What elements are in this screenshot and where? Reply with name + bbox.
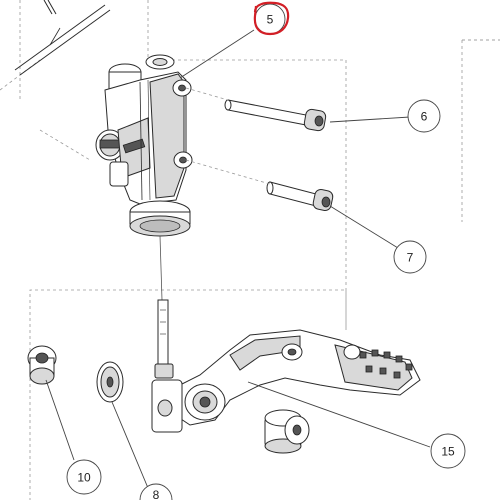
leader-8 xyxy=(111,401,149,489)
callout-10: 10 xyxy=(66,459,102,495)
leader-7 xyxy=(329,205,399,249)
callout-15: 15 xyxy=(430,433,466,469)
bolt-7-alignment xyxy=(185,159,271,185)
bolt-6-alignment xyxy=(185,87,229,101)
highlight-circle xyxy=(253,1,290,36)
leader-15 xyxy=(247,381,431,448)
bolt-6 xyxy=(224,99,327,132)
master-cylinder xyxy=(95,54,193,237)
pedal-tip-serrations xyxy=(359,349,413,379)
callout-8: 8 xyxy=(139,483,173,500)
callout-5: 5 xyxy=(253,1,290,36)
callout-label-8: 8 xyxy=(153,488,160,500)
hose-line xyxy=(14,0,111,76)
leader-6 xyxy=(329,116,411,123)
callout-label-7: 7 xyxy=(407,251,414,265)
washer xyxy=(96,361,124,403)
callout-7: 7 xyxy=(393,240,427,274)
section-boundary-diagonal xyxy=(39,129,91,161)
bolt-7 xyxy=(266,181,334,212)
assembly-axis xyxy=(159,235,163,301)
leader-10 xyxy=(45,379,75,461)
bushing xyxy=(27,345,57,385)
pivot-sleeve xyxy=(264,409,310,454)
leader-5 xyxy=(179,29,255,79)
callout-label-6: 6 xyxy=(421,110,428,124)
brake-pedal-lever xyxy=(151,329,421,433)
callout-6: 6 xyxy=(407,99,441,133)
callout-label-15: 15 xyxy=(441,445,455,459)
pushrod xyxy=(154,299,174,379)
callout-label-5: 5 xyxy=(267,13,274,27)
callout-label-10: 10 xyxy=(77,471,91,485)
